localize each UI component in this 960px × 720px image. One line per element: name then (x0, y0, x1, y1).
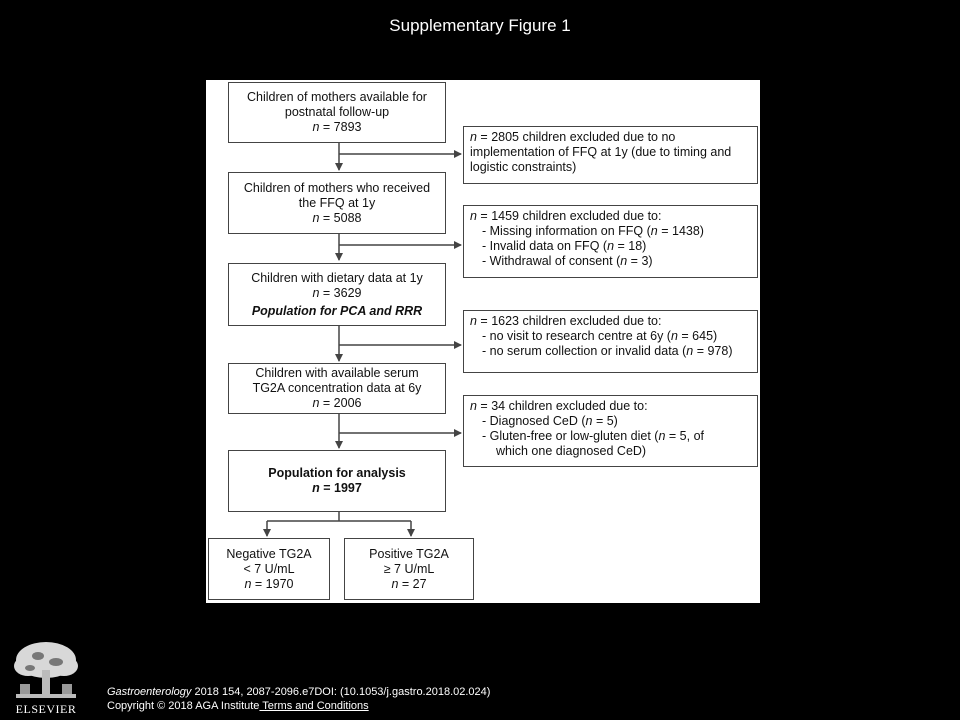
box-serum-line2: TG2A concentration data at 6y (252, 381, 422, 395)
box-positive-tg2a: Positive TG2A ≥ 7 U/mL n = 27 (344, 538, 474, 600)
exclusion-2-line4: - Withdrawal of consent ( (482, 254, 621, 268)
copyright-line: Copyright © 2018 AGA Institute Terms and… (107, 699, 490, 713)
exclusion-2-line3-n: = 18) (614, 239, 647, 253)
box-analysis-line1: Population for analysis (268, 466, 406, 480)
n-symbol: n (686, 344, 694, 358)
n-symbol: n (312, 481, 320, 495)
box-positive-line1: Positive TG2A (369, 546, 449, 561)
exclusion-4-line4: which one diagnosed CeD) (496, 444, 647, 458)
box-negative-tg2a: Negative TG2A < 7 U/mL n = 1970 (208, 538, 330, 600)
exclusion-box-1: n = 2805 children excluded due to no imp… (463, 126, 758, 184)
copyright-text: Copyright © 2018 AGA Institute (107, 700, 260, 712)
citation-text: 2018 154, 2087-2096.e7DOI: (10.1053/j.ga… (191, 686, 491, 698)
box-serum-data: Children with available serum TG2A conce… (228, 363, 446, 414)
n-symbol: n (391, 576, 399, 591)
n-symbol: n (244, 576, 252, 591)
n-symbol: n (312, 396, 320, 410)
n-symbol: n (470, 209, 477, 223)
exclusion-4-line2: - Diagnosed CeD ( (482, 414, 586, 428)
n-symbol: n (585, 414, 593, 428)
n-symbol: n (620, 254, 628, 268)
box-dietary-line1: Children with dietary data at 1y (251, 270, 423, 285)
journal-name: Gastroenterology (107, 686, 192, 698)
exclusion-3-line3-n: = 978) (693, 344, 733, 358)
n-symbol: n (658, 429, 666, 443)
box-followup-n: = 7893 (319, 120, 362, 134)
exclusion-4-line3: - Gluten-free or low-gluten diet ( (482, 429, 659, 443)
n-symbol: n (312, 120, 320, 134)
exclusion-4-line3-n: = 5, of (665, 429, 704, 443)
n-symbol: n (312, 285, 320, 300)
elsevier-wordmark: ELSEVIER (15, 702, 77, 716)
exclusion-4-line2-n: = 5) (592, 414, 618, 428)
slide-title: Supplementary Figure 1 (389, 16, 571, 35)
box-positive-line2: ≥ 7 U/mL (383, 561, 435, 576)
exclusion-2-line4-n: = 3) (627, 254, 653, 268)
n-symbol: n (470, 130, 477, 144)
exclusion-3-line2-n: = 645) (677, 329, 718, 343)
box-serum-n: = 2006 (319, 396, 362, 410)
elsevier-tree-icon (14, 642, 78, 698)
terms-and-conditions-link[interactable]: Terms and Conditions (259, 700, 369, 712)
elsevier-logo: ELSEVIER (10, 640, 82, 716)
box-negative-line1: Negative TG2A (226, 546, 312, 561)
n-symbol: n (312, 210, 320, 225)
flow-arrows (263, 143, 462, 537)
exclusion-2-line1: = 1459 children excluded due to: (476, 209, 662, 223)
exclusion-box-3: n = 1623 children excluded due to: - no … (463, 310, 758, 373)
box-analysis-n: = 1997 (319, 481, 362, 495)
box-dietary-population: Population for PCA and RRR (251, 303, 423, 318)
exclusion-box-2: n = 1459 children excluded due to: - Mis… (463, 205, 758, 278)
box-ffq-received: Children of mothers who received the FFQ… (228, 172, 446, 234)
exclusion-3-line3: - no serum collection or invalid data ( (482, 344, 687, 358)
n-symbol: n (607, 239, 615, 253)
exclusion-2-line2-n: = 1438) (657, 224, 704, 238)
box-ffq-line2: the FFQ at 1y (298, 195, 376, 210)
exclusion-1-line2: implementation of FFQ at 1y (due to timi… (470, 145, 732, 159)
exclusion-1-line3: logistic constraints) (470, 160, 577, 174)
exclusion-box-4: n = 34 children excluded due to: - Diagn… (463, 395, 758, 467)
box-analysis-population: Population for analysis n = 1997 (228, 450, 446, 512)
n-symbol: n (670, 329, 678, 343)
citation-line: Gastroenterology 2018 154, 2087-2096.e7D… (107, 685, 490, 699)
box-negative-line2: < 7 U/mL (243, 561, 295, 576)
box-serum-line1: Children with available serum (255, 366, 419, 380)
box-ffq-n: = 5088 (319, 210, 362, 225)
exclusion-3-line2: - no visit to research centre at 6y ( (482, 329, 671, 343)
exclusion-2-line3: - Invalid data on FFQ ( (482, 239, 608, 253)
citation-footer: Gastroenterology 2018 154, 2087-2096.e7D… (107, 685, 490, 713)
box-followup: Children of mothers available for postna… (228, 82, 446, 143)
exclusion-2-line2: - Missing information on FFQ ( (482, 224, 651, 238)
n-symbol: n (650, 224, 658, 238)
exclusion-4-line1: = 34 children excluded due to: (476, 399, 648, 413)
box-dietary-data: Children with dietary data at 1y n = 362… (228, 263, 446, 326)
box-followup-line2: postnatal follow-up (284, 105, 390, 119)
box-negative-n: = 1970 (251, 576, 294, 591)
box-followup-line1: Children of mothers available for (247, 90, 427, 104)
exclusion-1-line1: = 2805 children excluded due to no (476, 130, 676, 144)
box-ffq-line1: Children of mothers who received (243, 180, 431, 195)
n-symbol: n (470, 314, 477, 328)
n-symbol: n (470, 399, 477, 413)
box-positive-n: = 27 (398, 576, 427, 591)
flowchart-panel: Children of mothers available for postna… (206, 80, 760, 603)
exclusion-3-line1: = 1623 children excluded due to: (476, 314, 662, 328)
box-dietary-n: = 3629 (319, 285, 362, 300)
